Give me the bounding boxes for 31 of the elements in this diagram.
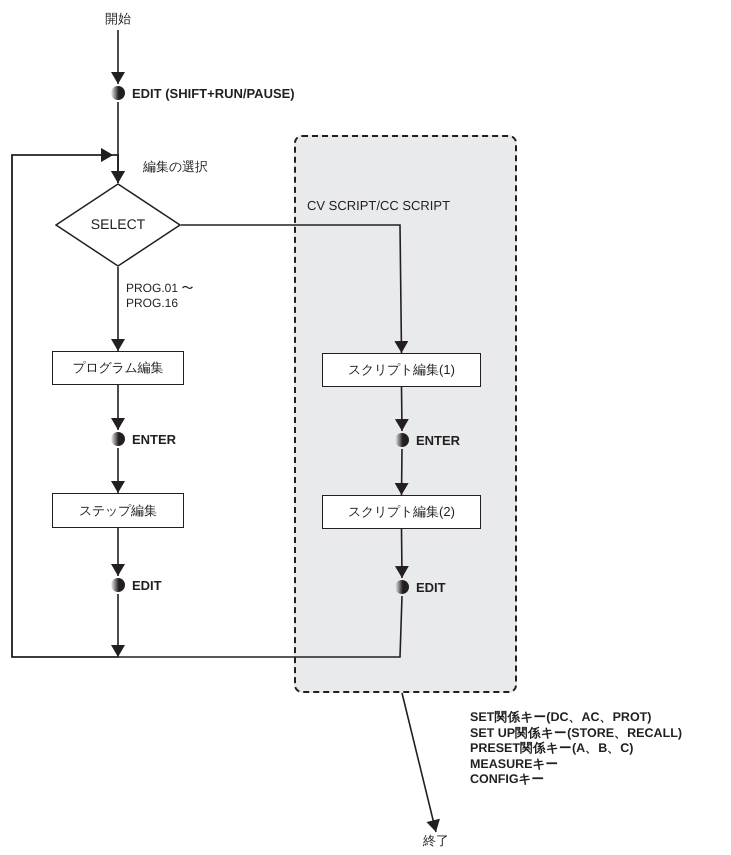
- key-list-item: SET UP関係キー(STORE、RECALL): [470, 724, 682, 742]
- key-label: EDIT: [416, 580, 446, 594]
- arrow: [111, 448, 125, 493]
- key-list-item: CONFIGキー: [470, 771, 545, 788]
- key-label: EDIT: [132, 578, 162, 592]
- key-label: ENTER: [132, 432, 176, 446]
- end-label: 終了: [421, 832, 451, 852]
- arrow: [111, 528, 125, 576]
- arrow: [111, 30, 125, 84]
- arrow: [394, 387, 409, 431]
- arrow: [394, 529, 409, 578]
- decision-diamond: SELECT: [55, 183, 181, 267]
- key-label: EDIT (SHIFT+RUN/PAUSE): [132, 86, 295, 100]
- arrow: [401, 692, 440, 832]
- edge-label: CV SCRIPT/CC SCRIPT: [307, 198, 450, 213]
- process-box: ステップ編集: [52, 493, 184, 528]
- key-label: ENTER: [416, 432, 460, 448]
- arrow: [394, 449, 409, 495]
- key-list-item: PRESET関係キー(A、B、C): [470, 740, 634, 757]
- process-box: スクリプト編集(2): [322, 495, 481, 529]
- node-caption: 編集の選択: [143, 158, 208, 176]
- arrow: [11, 148, 403, 658]
- key-list-item: MEASUREキー: [470, 756, 559, 772]
- arrow: [111, 385, 125, 430]
- arrow: [181, 224, 408, 353]
- process-box: プログラム編集: [52, 351, 184, 385]
- dashed-region: [294, 135, 517, 693]
- key-list-item: SET関係キー(DC、AC、PROT): [470, 709, 652, 726]
- arrow: [111, 267, 125, 351]
- start-label: 開始: [103, 10, 133, 30]
- process-box: スクリプト編集(1): [322, 353, 481, 387]
